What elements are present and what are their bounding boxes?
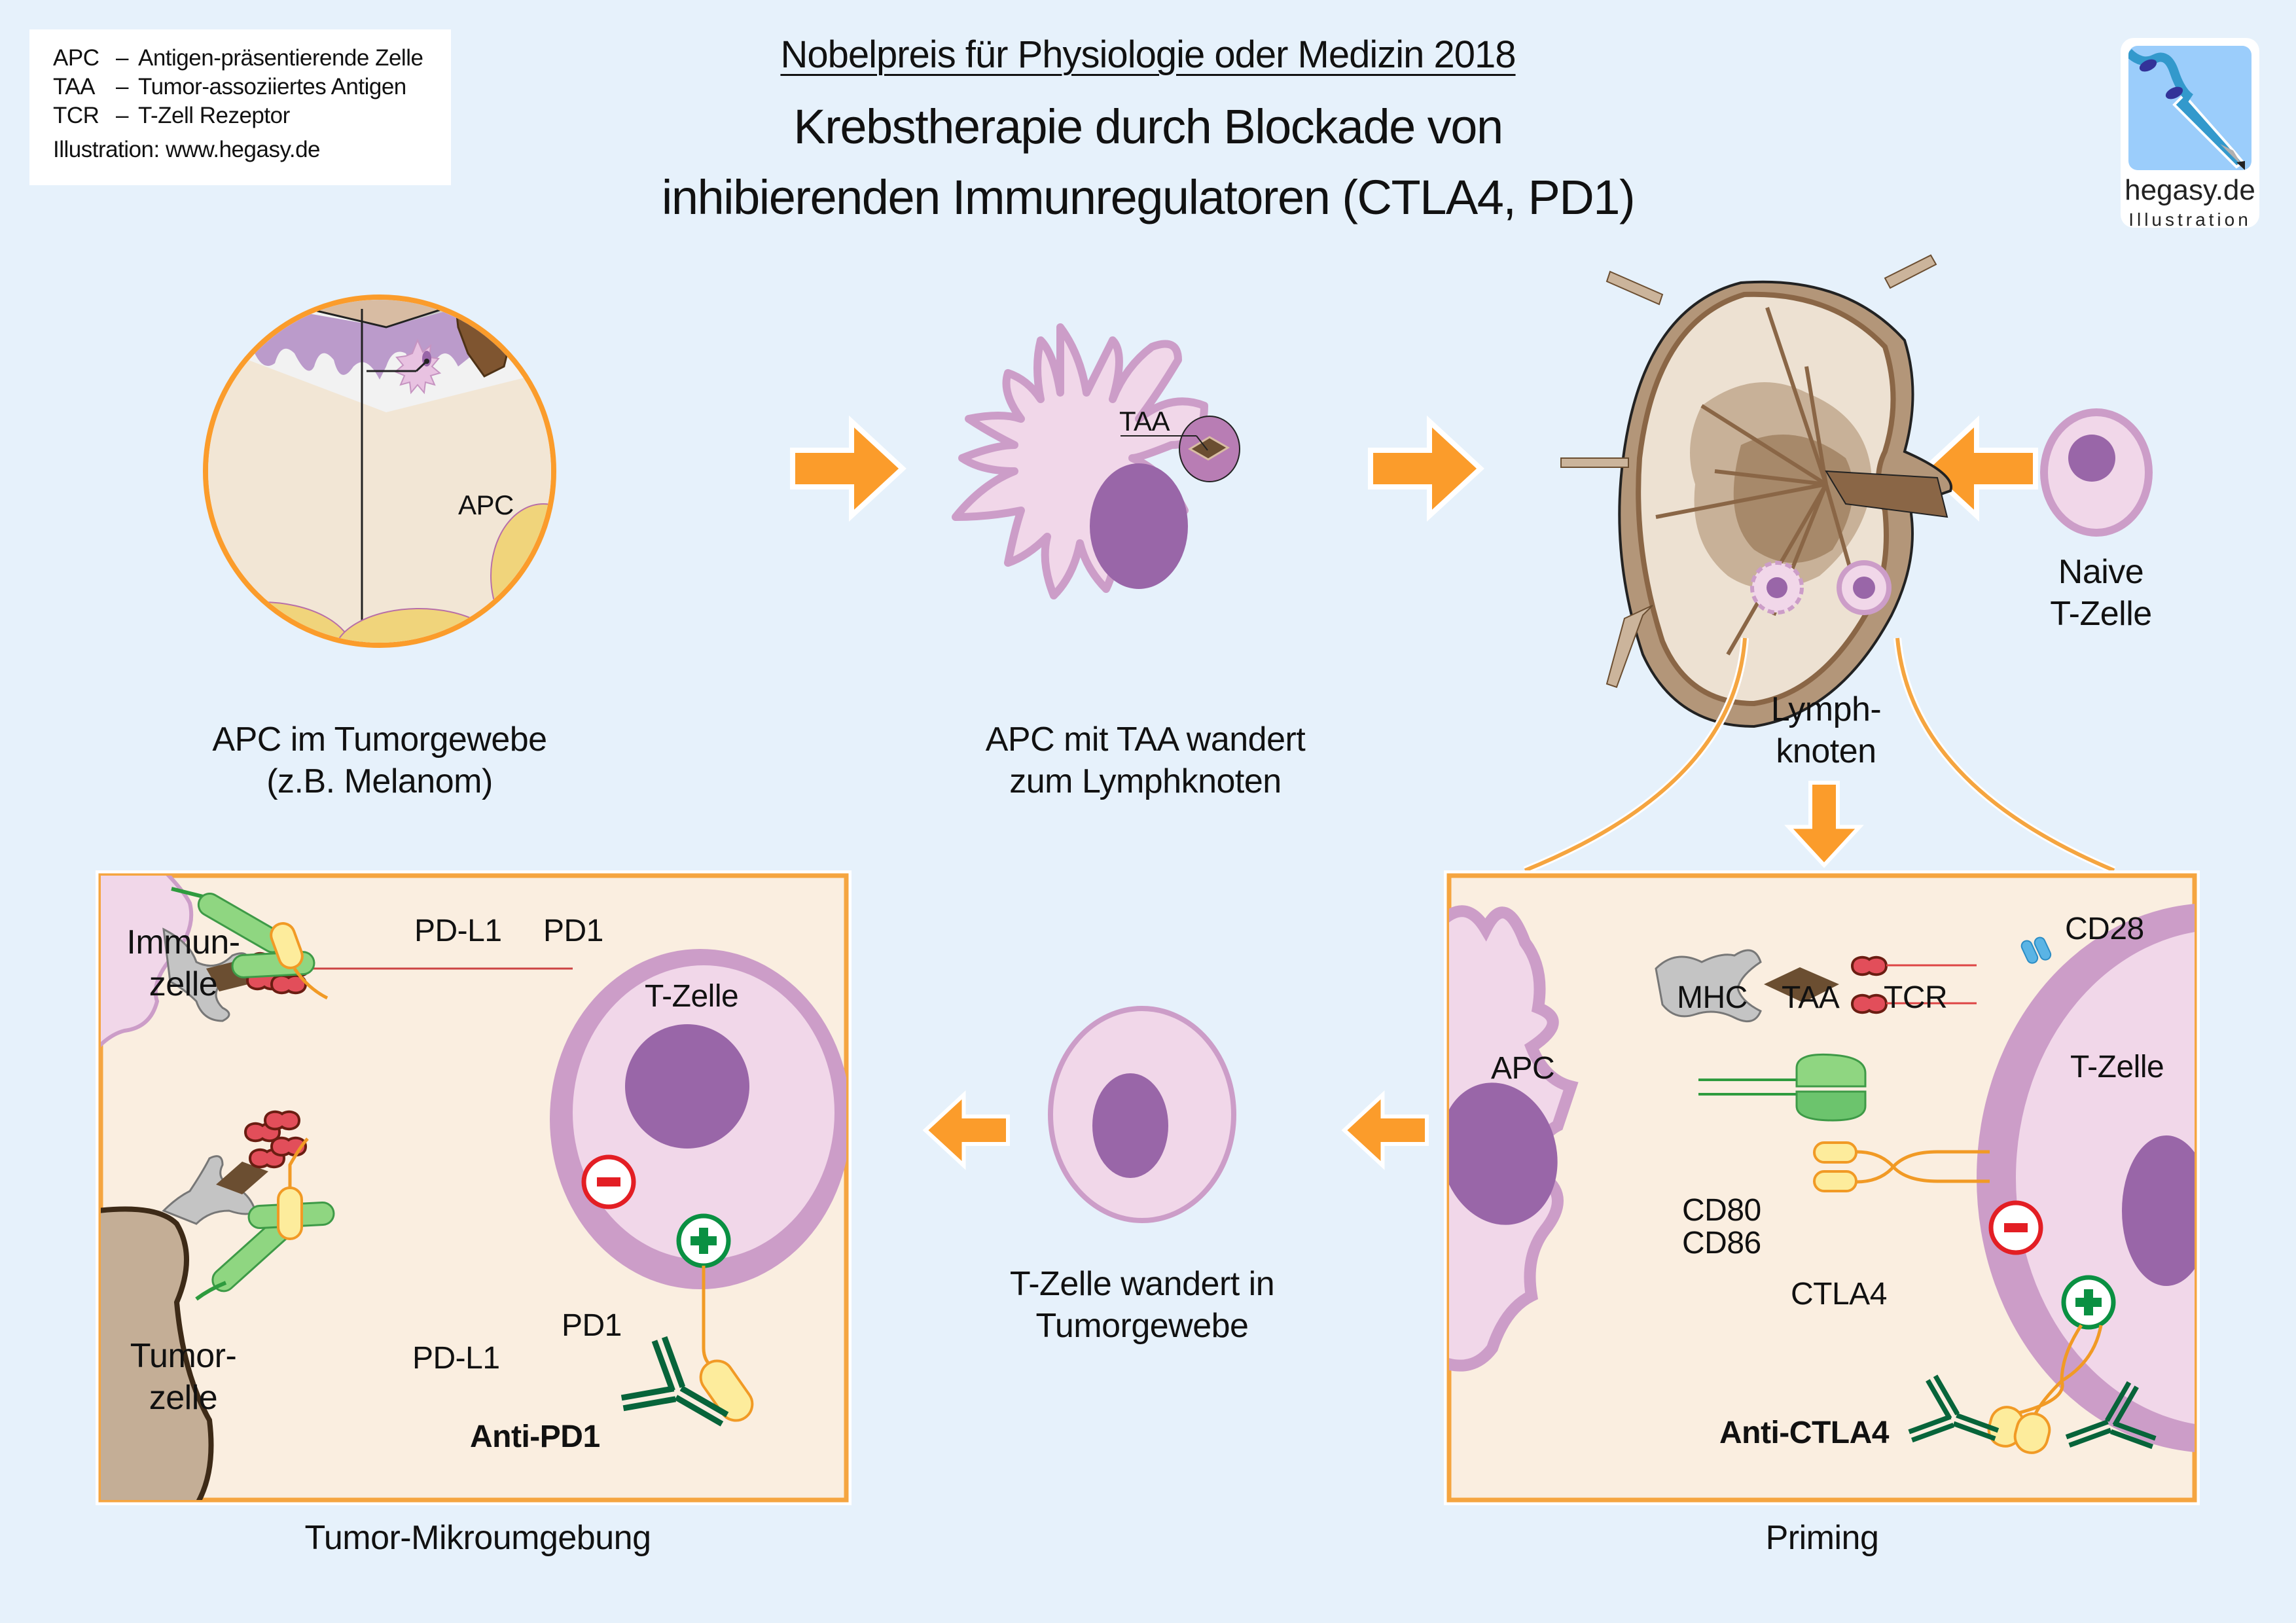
pd1-molecule (699, 1359, 754, 1422)
immune-cell-label: Immun- zelle (126, 923, 240, 1003)
pdl1-top-label: PD-L1 (414, 914, 502, 948)
anti-pd1-label: Anti-PD1 (470, 1419, 600, 1454)
dna-pencil-icon (2128, 46, 2251, 170)
cd28-label: CD28 (2065, 912, 2144, 946)
legend-item: TAA–Tumor-assoziiertes Antigen (53, 74, 406, 99)
apc-nucleus (1090, 463, 1188, 589)
mhc-molecule (1655, 949, 1762, 1023)
apc-dendritic-cell (952, 323, 1240, 599)
tcr-molecule (1851, 955, 1888, 976)
activate-plus-icon (2061, 1275, 2116, 1330)
naive-t-cell (2040, 408, 2153, 537)
arrow-right-icon (1371, 421, 1480, 516)
arrow-left-icon (925, 1095, 1008, 1166)
pd1-top-label: PD1 (543, 914, 603, 948)
taa-antigen (1764, 967, 1839, 1003)
priming-caption: Priming (1765, 1519, 1879, 1557)
legend-item: APC–Antigen-präsentierende Zelle (53, 45, 423, 71)
priming-t-cell-label: T-Zelle (2070, 1050, 2164, 1084)
activate-plus-icon (676, 1213, 731, 1268)
migrating-t-cell (1048, 1006, 1236, 1223)
page-title: Krebstherapie durch Blockade von inhibie… (661, 99, 1636, 224)
pdl1-bottom-label: PD-L1 (412, 1341, 500, 1376)
hegasy-logo[interactable]: hegasy.de Illustration (2121, 38, 2259, 230)
illustration-credit: Illustration: www.hegasy.de (53, 137, 321, 162)
ctla4-molecule (1813, 1170, 1857, 1192)
tissue-caption: APC im Tumorgewebe (z.B. Melanom) (212, 721, 547, 800)
priming-taa-label: TAA (1782, 980, 1840, 1015)
mhc-label: MHC (1677, 980, 1748, 1015)
lymph-node-caption: Lymph- knoten (1770, 690, 1882, 770)
naive-t-cell-caption: Naive T-Zelle (2050, 553, 2152, 633)
inhibit-minus-icon (1988, 1200, 2043, 1255)
priming-apc-label: APC (1491, 1051, 1555, 1086)
cd80-label: CD80 (1682, 1193, 1761, 1228)
ctla4-label: CTLA4 (1791, 1277, 1887, 1311)
tumor-microenvironment-caption: Tumor-Mikroumgebung (304, 1519, 651, 1557)
pd1-bottom-label: PD1 (562, 1308, 622, 1343)
abbreviation-legend: APC–Antigen-präsentierende Zelle TAA–Tum… (29, 29, 451, 185)
apc-migration-caption: APC mit TAA wandert zum Lymphknoten (985, 721, 1306, 800)
cd86-molecule (1795, 1090, 1867, 1122)
lymph-node-illustration (1523, 254, 2116, 874)
pd1-molecule (277, 1186, 303, 1240)
cd28-molecule (2020, 940, 2039, 964)
t-cell-migration-caption: T-Zelle wandert in Tumorgewebe (1009, 1265, 1275, 1345)
legend-item: TCR–T-Zell Rezeptor (53, 103, 290, 128)
logo-name: hegasy.de (2125, 174, 2255, 206)
tcr-label: TCR (1884, 980, 1948, 1015)
arrow-down-icon (1789, 783, 1859, 865)
cd80-molecule (1795, 1053, 1867, 1088)
logo-subtitle: Illustration (2128, 209, 2251, 230)
ctla4-molecule (1813, 1141, 1857, 1164)
tumor-microenvironment-box (96, 870, 852, 1505)
arrow-left-icon (1344, 1095, 1427, 1166)
priming-box (1444, 870, 2200, 1505)
taa-label: TAA (1119, 406, 1170, 437)
inhibit-minus-icon (581, 1154, 636, 1209)
arrow-right-icon (793, 421, 903, 516)
taa-antigen (1188, 436, 1230, 461)
tumor-tissue-illustration (203, 294, 556, 648)
anti-ctla4-label: Anti-CTLA4 (1719, 1416, 1889, 1450)
tcr-molecule (1851, 993, 1888, 1014)
apc-label: APC (458, 490, 514, 520)
tumor-cell-label: Tumor- zelle (130, 1337, 237, 1417)
cd86-label: CD86 (1682, 1226, 1761, 1260)
pd1-molecule (270, 922, 304, 969)
tumor-t-cell-label: T-Zelle (645, 979, 739, 1014)
supertitle: Nobelpreis für Physiologie oder Medizin … (780, 33, 1516, 76)
